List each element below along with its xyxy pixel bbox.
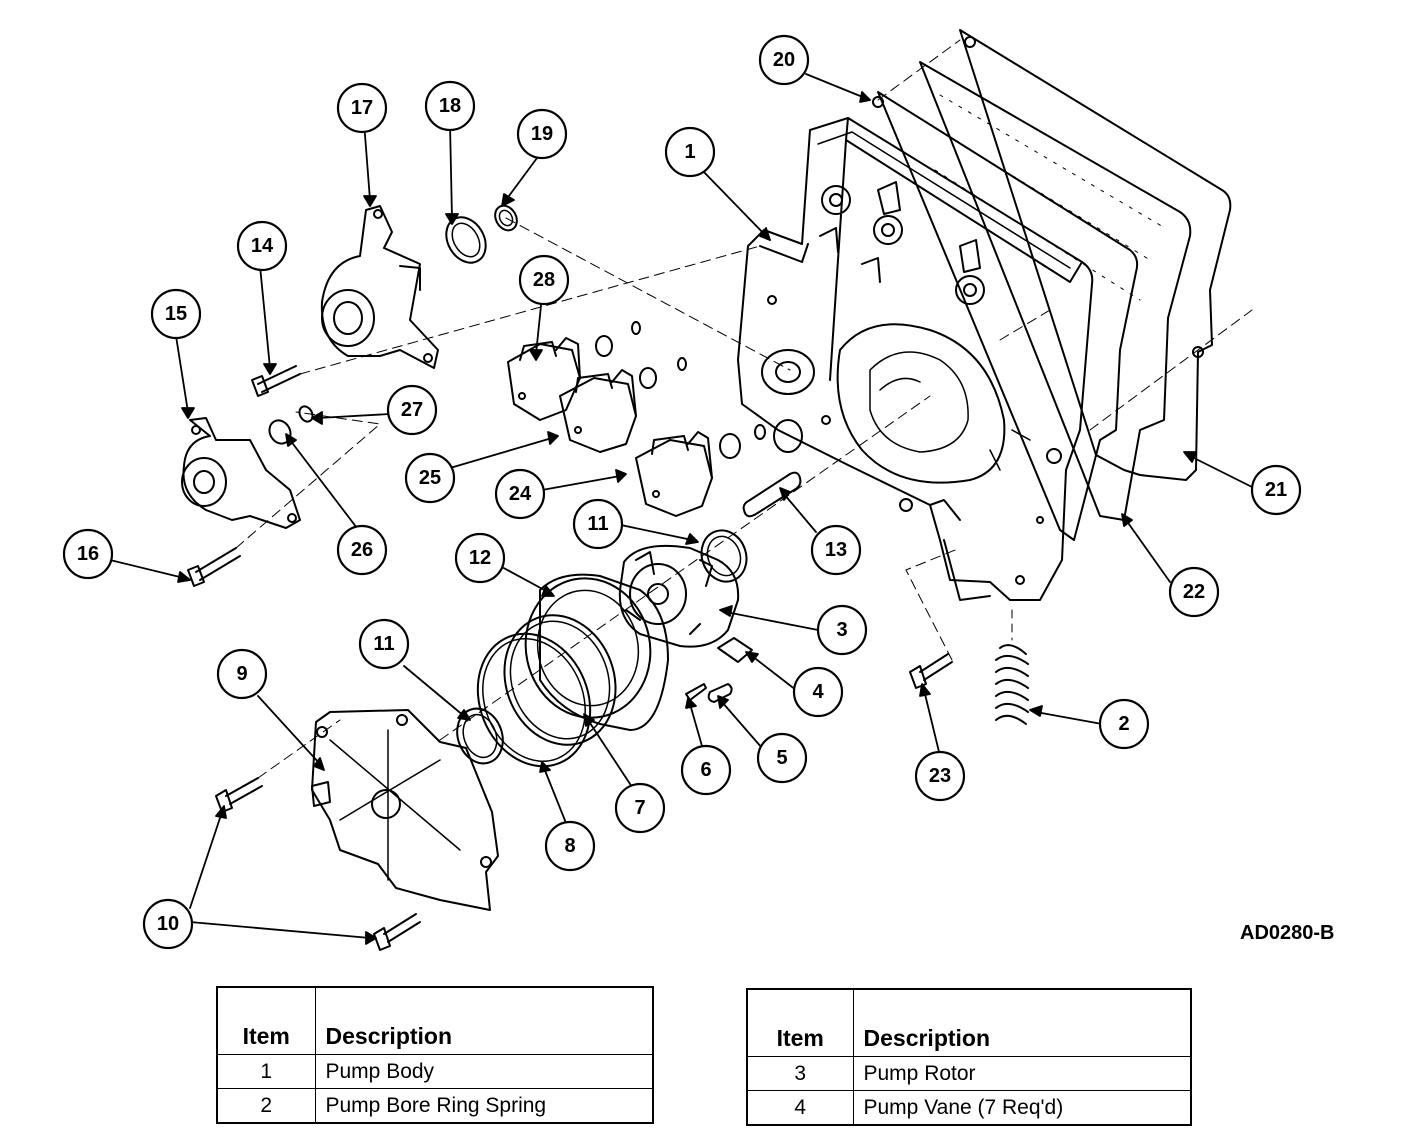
callout-26: 26	[351, 539, 373, 561]
callout-23: 23	[929, 765, 951, 787]
callout-25: 25	[419, 467, 441, 489]
header-item: Item	[216, 986, 316, 1055]
callout-24: 24	[509, 483, 532, 505]
row-description: Pump Vane (7 Req'd)	[852, 1090, 1192, 1126]
switch-25	[559, 369, 637, 453]
callout-22: 22	[1183, 581, 1205, 603]
solenoid-17	[320, 205, 439, 369]
bolt-10-upper	[215, 777, 263, 813]
row-item: 4	[746, 1090, 854, 1126]
callout-circles	[62, 34, 1302, 950]
seal-ring-7	[503, 614, 617, 746]
callout-14: 14	[251, 235, 274, 257]
callout-8: 8	[564, 835, 575, 857]
bolt-14	[251, 365, 301, 397]
header-description: Description	[314, 986, 654, 1055]
callout-7: 7	[634, 797, 645, 819]
seal-ring-8	[476, 632, 592, 768]
callout-17: 17	[351, 97, 373, 119]
gasket-21	[959, 29, 1232, 481]
solenoid-15	[181, 417, 301, 529]
callout-13: 13	[825, 539, 847, 561]
o-ring-11-lower	[456, 707, 504, 765]
bolt-16	[187, 547, 241, 587]
pump-vane-4	[717, 637, 753, 663]
table-row: 1 Pump Body	[216, 1054, 654, 1089]
callout-3: 3	[836, 619, 847, 641]
callout-27: 27	[401, 399, 423, 421]
switch-24	[635, 431, 713, 517]
callout-11-lower: 11	[373, 633, 394, 655]
parts-table-right: Item Description 3 Pump Rotor 4 Pump Van…	[746, 988, 1192, 1126]
exploded-view-diagram: 1 2 3 4 5 6 7 8 9 10 11 11 12 13 14 15 1…	[62, 29, 1302, 951]
table-row: 3 Pump Rotor	[746, 1056, 1192, 1091]
washer-19	[494, 204, 518, 232]
callout-12: 12	[469, 547, 491, 569]
table-row: 4 Pump Vane (7 Req'd)	[746, 1090, 1192, 1126]
vane-part-5	[707, 683, 733, 703]
table-header-row: Item Description	[746, 988, 1192, 1057]
callout-6: 6	[700, 759, 711, 781]
callout-15: 15	[165, 303, 187, 325]
callout-2: 2	[1118, 713, 1129, 735]
bolt-10-lower	[373, 913, 421, 951]
row-item: 2	[216, 1088, 316, 1124]
callout-18: 18	[439, 95, 461, 117]
vane-part-6	[685, 683, 707, 701]
callout-1: 1	[684, 141, 695, 163]
row-description: Pump Body	[314, 1054, 654, 1089]
row-item: 1	[216, 1054, 316, 1089]
callout-21: 21	[1265, 479, 1287, 501]
pump-body-1	[737, 117, 1094, 601]
callout-16: 16	[77, 543, 99, 565]
callout-20: 20	[773, 49, 795, 71]
switch-o-rings	[595, 321, 766, 459]
o-ring-18	[445, 216, 487, 264]
pump-rotor-3	[618, 544, 740, 648]
callout-4: 4	[812, 681, 824, 703]
gasket-20	[872, 91, 1139, 541]
callout-9: 9	[236, 663, 247, 685]
callout-10: 10	[157, 913, 179, 935]
spring-2	[995, 609, 1029, 725]
washer-27	[298, 405, 314, 423]
switch-28	[507, 337, 581, 421]
leader-lines	[109, 73, 1255, 945]
dowel-13	[742, 471, 802, 518]
callout-5: 5	[776, 747, 787, 769]
o-ring-11-upper	[700, 529, 748, 583]
row-item: 3	[746, 1056, 854, 1091]
header-item: Item	[746, 988, 854, 1057]
callout-28: 28	[533, 269, 555, 291]
row-description: Pump Rotor	[852, 1056, 1192, 1091]
table-header-row: Item Description	[216, 986, 654, 1055]
header-description: Description	[852, 988, 1192, 1057]
pump-cover-9	[311, 709, 499, 911]
callout-19: 19	[531, 123, 553, 145]
o-ring-26	[268, 419, 292, 445]
figure-code: AD0280-B	[1240, 922, 1335, 944]
parts-table-left: Item Description 1 Pump Body 2 Pump Bore…	[216, 986, 654, 1124]
bolt-23	[909, 653, 953, 689]
callout-11-upper: 11	[587, 513, 608, 535]
row-description: Pump Bore Ring Spring	[314, 1088, 654, 1124]
table-row: 2 Pump Bore Ring Spring	[216, 1088, 654, 1124]
alignment-lines	[235, 39, 1253, 779]
